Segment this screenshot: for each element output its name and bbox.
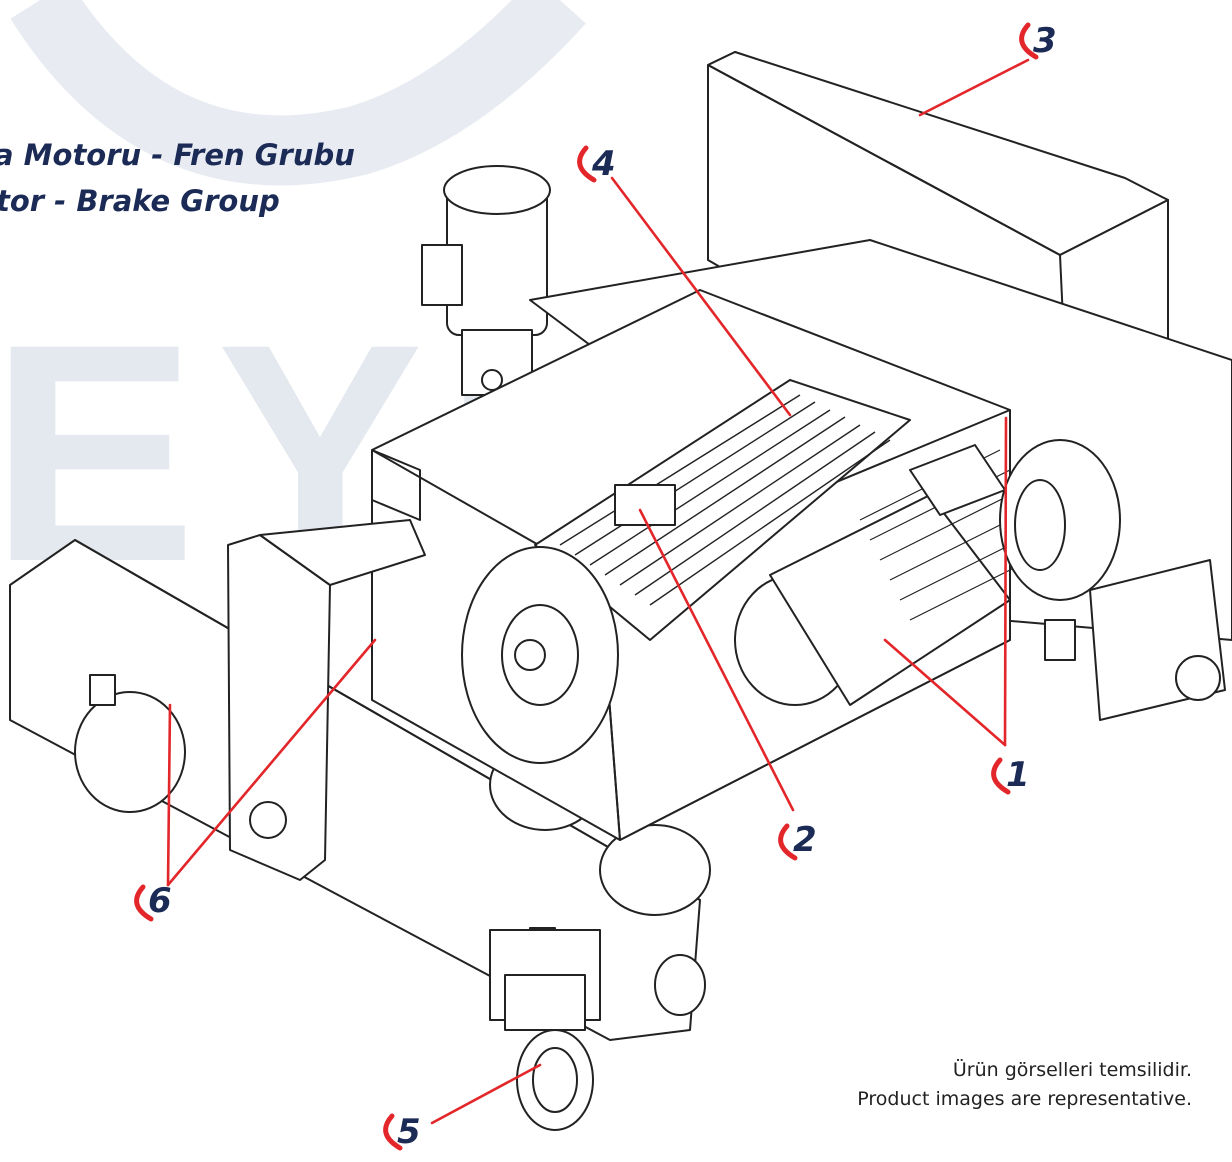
callout-5: 5 <box>383 1112 421 1152</box>
callout-4: 4 <box>577 144 616 184</box>
callout-2: 2 <box>778 820 817 861</box>
callout-3-number: 3 <box>1033 21 1057 61</box>
callout-1: 1 <box>991 755 1030 795</box>
disclaimer-en: Product images are representative. <box>857 1088 1192 1110</box>
hoist-motor <box>734 439 1121 706</box>
callout-3: 3 <box>1019 21 1057 61</box>
drum-flange <box>461 546 619 764</box>
disclaimer-note: Ürün görselleri temsilidir. Product imag… <box>857 1056 1192 1114</box>
callout-line-5 <box>430 1063 542 1125</box>
travel-motor <box>421 165 551 396</box>
front-rail <box>9 539 706 1041</box>
callout-4-number: 4 <box>591 144 616 184</box>
callout-markers: 1 2 3 4 5 6 <box>134 21 1057 1152</box>
hook-block <box>489 929 601 1131</box>
hoist-drawing <box>9 51 1232 1131</box>
page-subtitle: tor - Brake Group <box>0 184 280 218</box>
callout-line-4 <box>610 176 792 417</box>
callout-lines <box>166 58 1030 1125</box>
callout-line-1b <box>883 638 1007 747</box>
side-cover <box>227 519 426 881</box>
callout-line-6a <box>166 703 172 887</box>
callout-line-2 <box>638 508 795 812</box>
callout-line-6b <box>166 638 377 887</box>
callout-1-number: 1 <box>1006 755 1030 795</box>
callout-6-number: 6 <box>148 881 172 921</box>
disclaimer-tr: Ürün görselleri temsilidir. <box>952 1059 1192 1081</box>
callout-2-number: 2 <box>793 820 817 860</box>
page-title: a Motoru - Fren Grubu <box>0 138 355 172</box>
callout-line-3 <box>918 58 1030 117</box>
callout-line-1a <box>1003 416 1008 747</box>
callout-6: 6 <box>134 881 172 922</box>
callout-5-number: 5 <box>397 1112 421 1152</box>
